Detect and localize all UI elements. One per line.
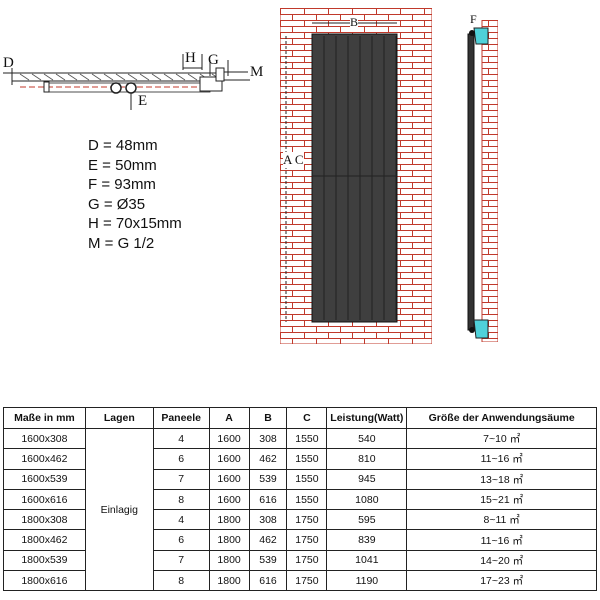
dimension-m: M = G 1/2 xyxy=(88,234,155,252)
label-d: D xyxy=(3,55,14,71)
table-cell: 1600 xyxy=(208,448,250,470)
table-cell: 1600 xyxy=(208,468,250,490)
table-cell: 462 xyxy=(248,529,288,551)
table-cell: 945 xyxy=(326,468,408,490)
table-cell: 4 xyxy=(152,427,210,450)
label-f: F xyxy=(470,12,477,26)
table-cell: 539 xyxy=(248,468,288,490)
header-a: A xyxy=(208,407,250,429)
dimension-list: D = 48mm E = 50mm F = 93mm G = Ø35 H = 7… xyxy=(88,136,182,253)
table-cell: 1800x462 xyxy=(3,529,86,551)
dimension-g: G = Ø35 xyxy=(88,195,146,213)
table-cell: 7 xyxy=(152,468,210,490)
specifications-table: Maße in mm Lagen Paneele A B C Leistung(… xyxy=(3,407,597,592)
table-cell: 1800 xyxy=(208,529,250,551)
table-cell: 810 xyxy=(326,448,408,470)
header-groesse: Größe der Anwendungsäume xyxy=(406,407,597,429)
header-lagen: Lagen xyxy=(84,407,154,429)
table-cell: 1600 xyxy=(208,427,250,450)
header-leistung: Leistung(Watt) xyxy=(326,407,408,429)
table-cell: 8 xyxy=(152,570,210,592)
table-cell: 1800x308 xyxy=(3,509,86,531)
table-cell: 1750 xyxy=(286,549,328,572)
table-cell: 6 xyxy=(152,529,210,551)
table-cell: 462 xyxy=(248,448,288,470)
table-cell: 1600x616 xyxy=(3,488,86,511)
table-cell: 14~20 ㎡ xyxy=(406,549,597,572)
table-cell: 1800 xyxy=(208,549,250,572)
front-view-drawing xyxy=(280,8,432,344)
side-view-drawing xyxy=(467,20,498,342)
table-cell: 1750 xyxy=(286,529,328,551)
label-m: M xyxy=(250,64,264,80)
label-ac: A C xyxy=(283,152,304,168)
table-cell: 1190 xyxy=(326,570,408,592)
table-cell: 7~10 ㎡ xyxy=(406,427,597,450)
label-b: B xyxy=(350,15,359,30)
table-cell: 540 xyxy=(326,427,408,450)
table-cell: 1550 xyxy=(286,488,328,511)
table-cell: 308 xyxy=(248,427,288,450)
label-g: G xyxy=(208,52,219,68)
table-cell: 595 xyxy=(326,509,408,531)
table-cell: 11~16 ㎡ xyxy=(406,529,597,551)
table-cell: 1750 xyxy=(286,570,328,592)
header-c: C xyxy=(286,407,328,429)
table-header-row: Maße in mm Lagen Paneele A B C Leistung(… xyxy=(3,407,597,429)
table-cell: 839 xyxy=(326,529,408,551)
dimension-h: H = 70x15mm xyxy=(88,215,182,232)
table-cell: 1800x616 xyxy=(3,570,86,592)
table-cell: 15~21 ㎡ xyxy=(406,488,597,511)
table-cell: 6 xyxy=(152,448,210,470)
table-cell: 1550 xyxy=(286,448,328,470)
label-h: H xyxy=(185,50,196,66)
table-cell: 1800x539 xyxy=(3,549,86,572)
dimension-e: E = 50mm xyxy=(88,156,157,174)
table-cell: 616 xyxy=(248,570,288,592)
lagen-cell: Einlagig xyxy=(84,427,154,592)
table-cell: 11~16 ㎡ xyxy=(406,448,597,470)
table-cell: 539 xyxy=(248,549,288,572)
table-cell: 1750 xyxy=(286,509,328,531)
table-cell: 1800 xyxy=(208,509,250,531)
table-cell: 1550 xyxy=(286,427,328,450)
table-cell: 1600x539 xyxy=(3,468,86,490)
table-cell: 1600x462 xyxy=(3,448,86,470)
table-cell: 1550 xyxy=(286,468,328,490)
table-cell: 1600 xyxy=(208,488,250,511)
table-cell: 1041 xyxy=(326,549,408,572)
table-cell: 17~23 ㎡ xyxy=(406,570,597,592)
table-cell: 7 xyxy=(152,549,210,572)
table-cell: 308 xyxy=(248,509,288,531)
table-cell: 13~18 ㎡ xyxy=(406,468,597,490)
top-view-drawing xyxy=(3,54,250,110)
header-b: B xyxy=(248,407,288,429)
table-cell: 8~11 ㎡ xyxy=(406,509,597,531)
header-masse: Maße in mm xyxy=(3,407,86,429)
header-paneele: Paneele xyxy=(152,407,210,429)
table-cell: 8 xyxy=(152,488,210,511)
table-cell: 4 xyxy=(152,509,210,531)
table-cell: 1600x308 xyxy=(3,427,86,450)
dimension-f: F = 93mm xyxy=(88,176,156,193)
dimension-d: D = 48mm xyxy=(88,137,158,154)
table-cell: 616 xyxy=(248,488,288,511)
table-cell: 1800 xyxy=(208,570,250,592)
table-cell: 1080 xyxy=(326,488,408,511)
label-e: E xyxy=(138,93,148,109)
